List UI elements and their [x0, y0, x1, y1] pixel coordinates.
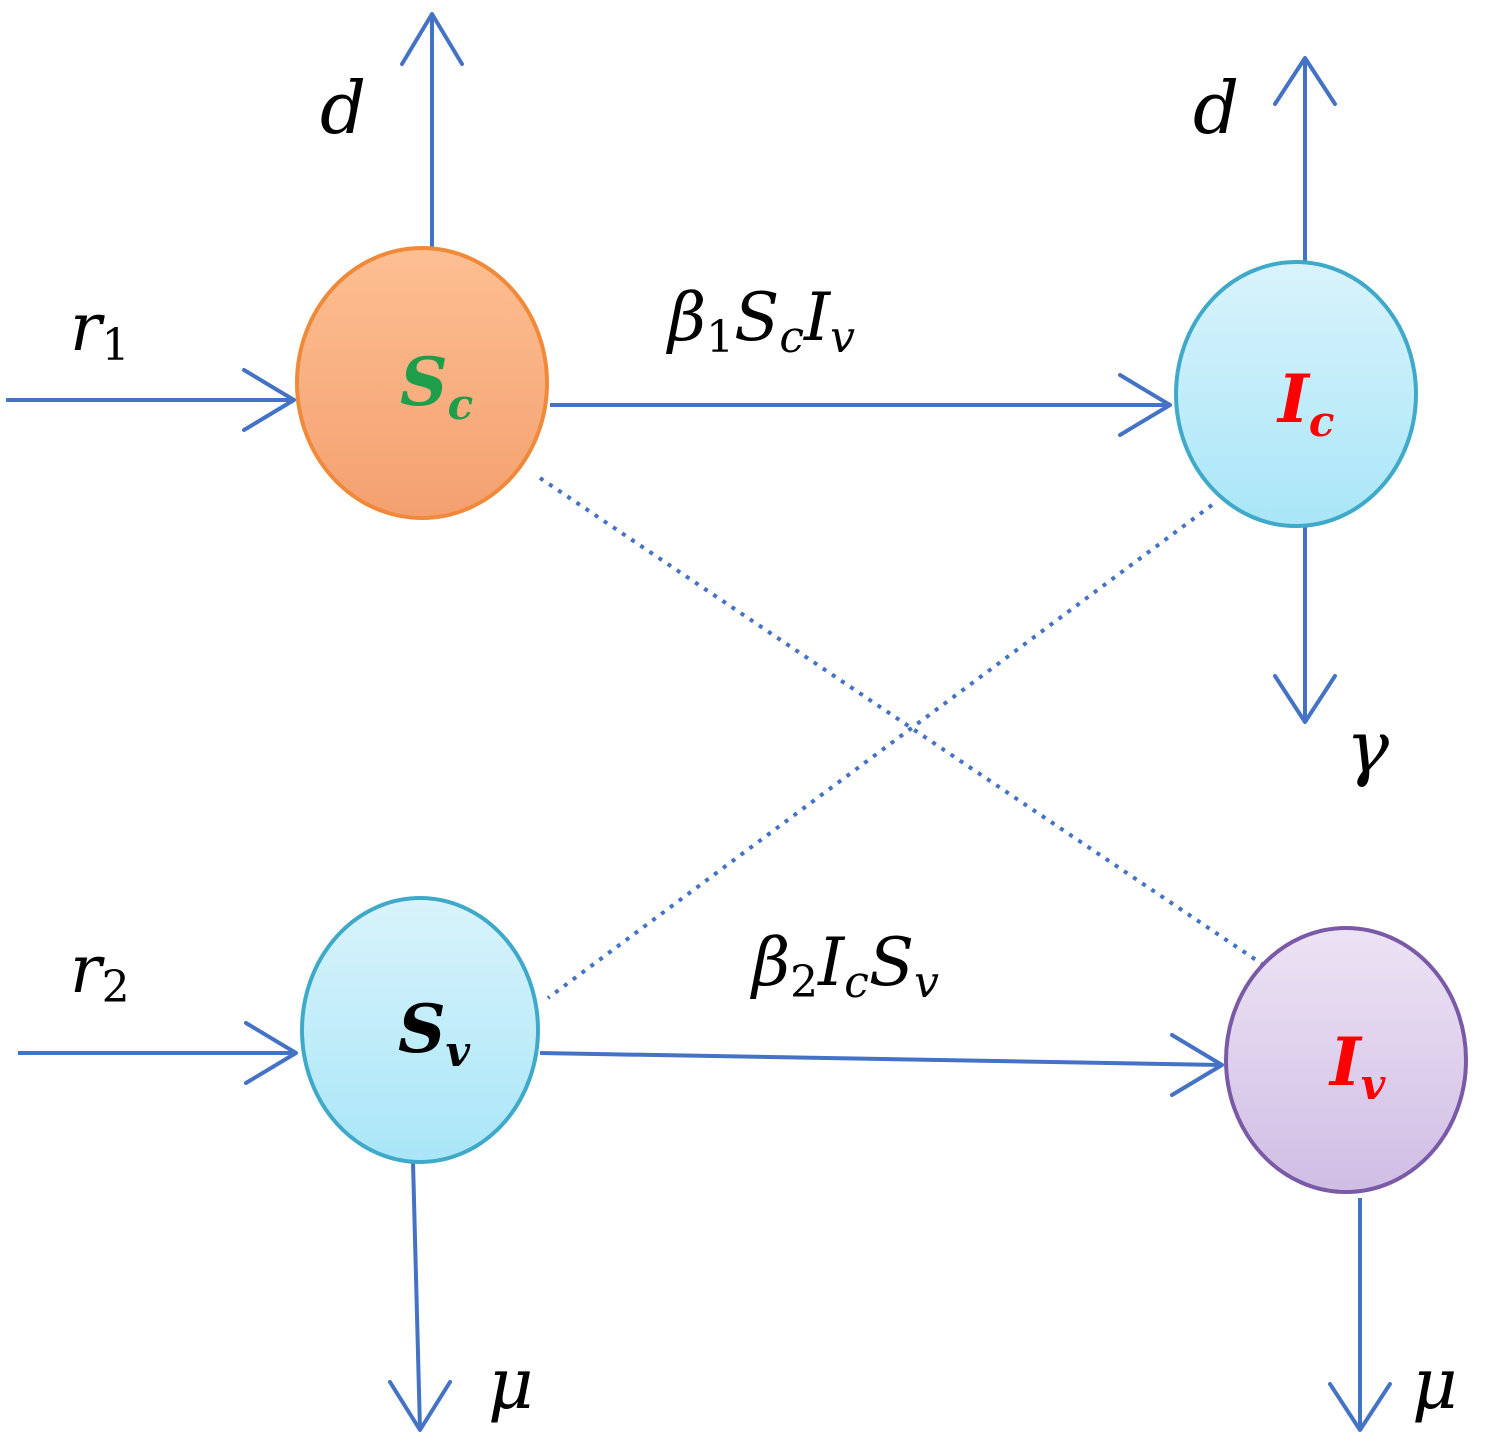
node-sv-label: Sv	[398, 990, 471, 1076]
node-ic-label: Ic	[1276, 360, 1334, 446]
label-d-left: d	[320, 66, 366, 150]
node-sv-circle	[300, 896, 540, 1164]
label-r1: r1	[70, 289, 130, 371]
arrow-sc-to-ic	[550, 373, 1172, 437]
arrow-iv-death	[1328, 1198, 1392, 1432]
label-r2: r2	[70, 931, 130, 1013]
arrow-sv-death	[388, 1161, 452, 1432]
node-iv-circle	[1224, 926, 1468, 1194]
node-sc: Sc	[295, 246, 549, 520]
arrow-sc-death	[400, 12, 464, 248]
node-ic: Ic	[1174, 260, 1418, 528]
arrow-ic-death	[1273, 56, 1337, 262]
dotted-link-sc-iv	[538, 476, 1270, 970]
arrow-r2-inflow	[18, 1021, 298, 1085]
arrow-r1-inflow	[6, 368, 296, 432]
node-sc-circle	[295, 246, 549, 520]
node-sv: Sv	[300, 896, 540, 1164]
label-mu-right: μ	[1412, 1343, 1458, 1425]
node-iv-label: Iv	[1328, 1023, 1386, 1109]
label-gamma: γ	[1346, 705, 1390, 789]
label-mu-left: μ	[488, 1343, 534, 1425]
node-iv: Iv	[1224, 926, 1468, 1194]
arrow-sv-to-iv	[539, 1033, 1224, 1097]
label-beta1-sc-iv: β1ScIv	[665, 279, 855, 363]
arrow-ic-recovery	[1273, 522, 1337, 724]
label-beta2-ic-sv: β2IcSv	[749, 924, 939, 1008]
node-ic-circle	[1174, 260, 1418, 528]
label-d-right: d	[1193, 66, 1239, 150]
node-sc-label: Sc	[400, 343, 473, 429]
